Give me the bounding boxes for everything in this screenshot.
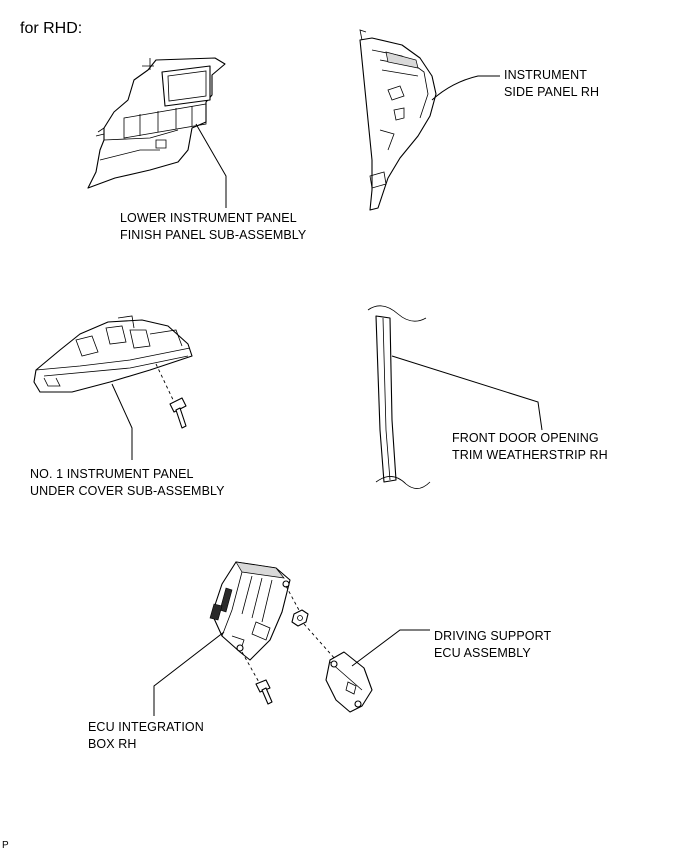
driving-support-callout: DRIVING SUPPORT ECU ASSEMBLY xyxy=(434,628,551,662)
driving-support-label-line1: DRIVING SUPPORT xyxy=(434,629,552,643)
side-panel-label-line1: INSTRUMENT xyxy=(504,68,587,82)
ecu-integration-box-part xyxy=(209,561,291,661)
weatherstrip-callout: FRONT DOOR OPENING TRIM WEATHERSTRIP RH xyxy=(452,430,608,464)
ecu-box-label-line1: ECU INTEGRATION xyxy=(88,720,204,734)
weatherstrip-leader xyxy=(391,355,543,431)
driving-support-label-line2: ECU ASSEMBLY xyxy=(434,646,531,660)
side-panel-leader xyxy=(431,75,500,101)
lower-panel-leader xyxy=(195,123,227,208)
lower-panel-label-line2: FINISH PANEL SUB-ASSEMBLY xyxy=(120,228,307,242)
driving-support-ecu-part xyxy=(325,651,373,713)
page-title: for RHD: xyxy=(20,20,83,37)
ecu-bolt xyxy=(255,679,273,705)
under-cover-label-line2: UNDER COVER SUB-ASSEMBLY xyxy=(30,484,225,498)
under-cover-bolt xyxy=(169,397,187,429)
under-cover-leader xyxy=(111,383,133,460)
weatherstrip-label-line1: FRONT DOOR OPENING xyxy=(452,431,599,445)
page-marker: P xyxy=(2,840,9,851)
ecu-nut xyxy=(291,609,309,627)
side-panel-callout: INSTRUMENT SIDE PANEL RH xyxy=(504,67,599,101)
weatherstrip-label-line2: TRIM WEATHERSTRIP RH xyxy=(452,448,608,462)
side-panel-label-line2: SIDE PANEL RH xyxy=(504,85,600,99)
under-cover-label-line1: NO. 1 INSTRUMENT PANEL xyxy=(30,467,194,481)
under-cover-part xyxy=(33,315,193,393)
ecu-box-label-line2: BOX RH xyxy=(88,737,137,751)
instrument-side-panel-part xyxy=(359,29,437,211)
driving-support-leader xyxy=(351,629,430,667)
lower-panel-callout: LOWER INSTRUMENT PANEL FINISH PANEL SUB-… xyxy=(120,210,306,244)
ecu-box-leader xyxy=(153,631,225,716)
lower-instrument-panel-part xyxy=(87,57,226,189)
weatherstrip-part xyxy=(367,305,431,489)
ecu-box-callout: ECU INTEGRATION BOX RH xyxy=(88,719,204,753)
lower-panel-label-line1: LOWER INSTRUMENT PANEL xyxy=(120,211,297,225)
under-cover-callout: NO. 1 INSTRUMENT PANEL UNDER COVER SUB-A… xyxy=(30,466,225,500)
